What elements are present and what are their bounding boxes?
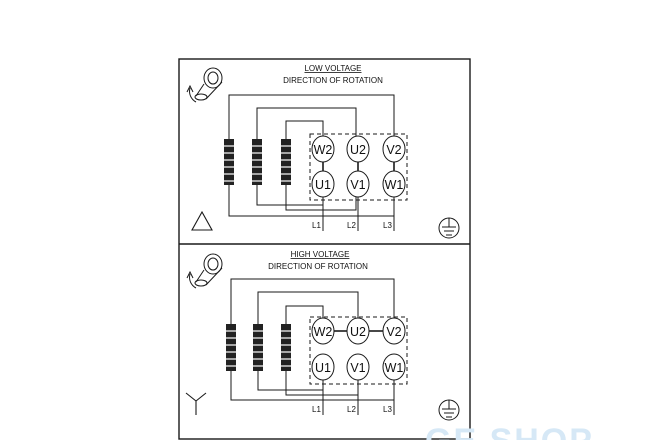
rotation-direction-icon [186, 67, 223, 103]
terminal-label: W1 [385, 361, 404, 375]
supply-line-label: L3 [383, 405, 392, 414]
terminal-label: W2 [314, 143, 333, 157]
terminal-label: U2 [350, 325, 366, 339]
supply-lines [322, 380, 395, 415]
terminal-label: V1 [350, 178, 365, 192]
supply-line-label: L2 [347, 405, 356, 414]
diagram-frame [178, 58, 471, 440]
terminal-label: W2 [314, 325, 333, 339]
panel-title: HIGH VOLTAGE [291, 250, 350, 259]
supply-line-label: L2 [347, 221, 356, 230]
terminal-label: W1 [385, 178, 404, 192]
terminal-label: U2 [350, 143, 366, 157]
terminal-label: U1 [315, 178, 331, 192]
panel-subtitle: DIRECTION OF ROTATION [268, 262, 368, 271]
terminal-links [322, 162, 395, 171]
supply-line-label: L1 [312, 405, 321, 414]
coil-bank [226, 324, 291, 371]
terminal-label: V2 [386, 325, 401, 339]
terminal-block [311, 135, 406, 198]
ground-icon [438, 217, 460, 239]
terminal-block [311, 317, 406, 381]
delta-triangle-icon [191, 210, 213, 231]
panel-title: LOW VOLTAGE [304, 64, 361, 73]
watermark: GE SHOP [425, 422, 594, 440]
coil-bank [224, 139, 291, 185]
rotation-direction-icon [186, 253, 223, 289]
supply-line-label: L1 [312, 221, 321, 230]
star-wye-icon [185, 392, 207, 415]
panel-subtitle: DIRECTION OF ROTATION [283, 76, 383, 85]
terminal-label: V1 [350, 361, 365, 375]
terminal-label: V2 [386, 143, 401, 157]
supply-lines [322, 197, 395, 231]
terminal-label: U1 [315, 361, 331, 375]
low-voltage-panel: LOW VOLTAGE DIRECTION OF ROTATION [186, 64, 460, 239]
ground-icon [438, 399, 460, 421]
high-voltage-panel: HIGH VOLTAGE DIRECTION OF ROTATION [185, 250, 460, 421]
supply-line-label: L3 [383, 221, 392, 230]
